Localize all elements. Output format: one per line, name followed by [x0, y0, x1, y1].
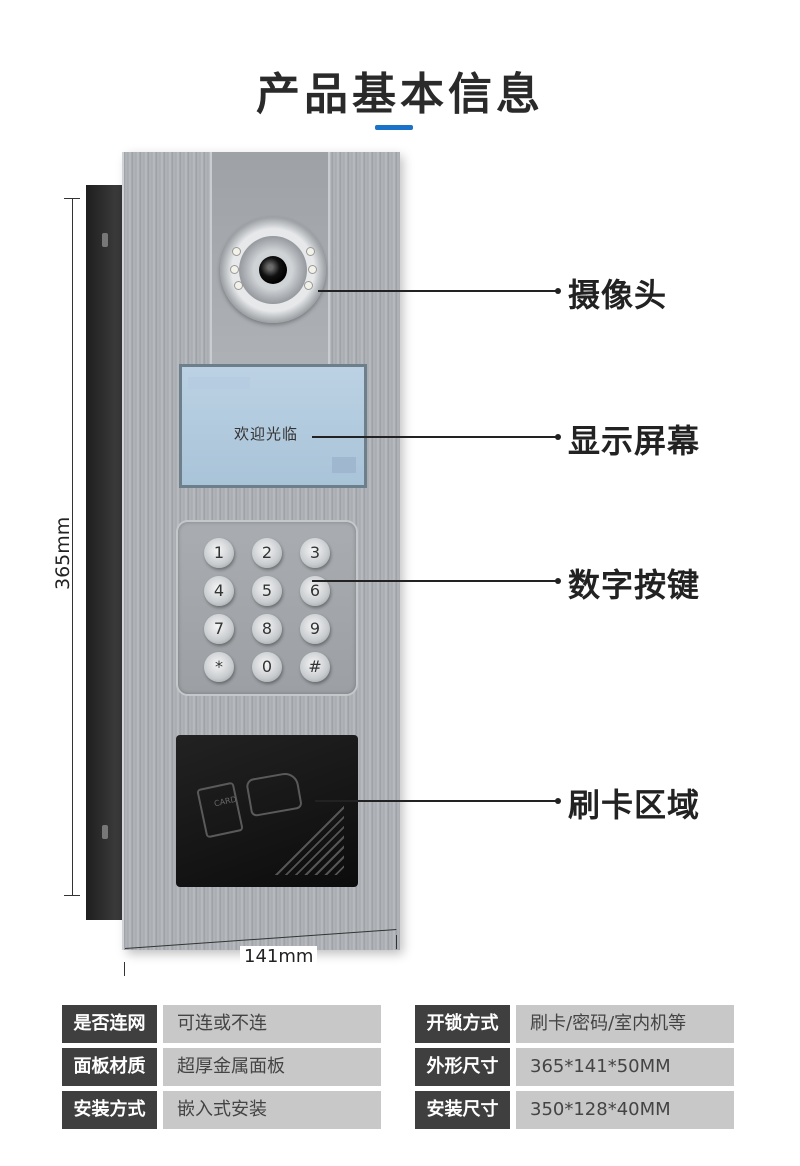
- callout-display: 显示屏幕: [568, 422, 701, 460]
- spec-key: 安装尺寸: [415, 1091, 510, 1129]
- ir-led-icon: [306, 247, 315, 256]
- spec-key: 安装方式: [62, 1091, 157, 1129]
- key-4: 4: [204, 576, 234, 606]
- key-5: 5: [252, 576, 282, 606]
- ir-led-icon: [308, 265, 317, 274]
- spec-key: 面板材质: [62, 1048, 157, 1086]
- ir-led-icon: [232, 247, 241, 256]
- spec-key: 是否连网: [62, 1005, 157, 1043]
- spec-value: 超厚金属面板: [163, 1048, 381, 1086]
- callout-dot: [555, 434, 561, 440]
- speaker-grille: [274, 805, 344, 875]
- height-dimension-line: [72, 198, 73, 896]
- ir-led-icon: [304, 281, 313, 290]
- ir-led-icon: [230, 265, 239, 274]
- dimension-tick: [124, 962, 125, 976]
- spec-value: 嵌入式安装: [163, 1091, 381, 1129]
- key-8: 8: [252, 614, 282, 644]
- callout-line: [312, 436, 558, 438]
- door-station-panel: 欢迎光临 1 2 3 4 5 6 7 8 9 * 0 # CARD: [124, 152, 400, 950]
- callout-dot: [555, 578, 561, 584]
- page-title: 产品基本信息: [256, 69, 544, 120]
- callout-line: [315, 800, 558, 802]
- screw-icon: [102, 233, 108, 247]
- screw-icon: [102, 825, 108, 839]
- key-9: 9: [300, 614, 330, 644]
- card-icon: [196, 781, 244, 839]
- key-1: 1: [204, 538, 234, 568]
- camera-bezel: [239, 236, 307, 304]
- callout-dot: [555, 798, 561, 804]
- screen-highlight: [188, 377, 250, 389]
- key-7: 7: [204, 614, 234, 644]
- callout-camera: 摄像头: [568, 276, 668, 314]
- spec-value: 可连或不连: [163, 1005, 381, 1043]
- callout-dot: [555, 288, 561, 294]
- camera-icon: [220, 217, 326, 323]
- camera-lens-icon: [259, 256, 287, 284]
- height-label: 365mm: [52, 516, 74, 590]
- key-hash: #: [300, 652, 330, 682]
- callout-keypad: 数字按键: [568, 566, 701, 604]
- callout-card-area: 刷卡区域: [568, 786, 701, 824]
- dimension-tick: [396, 935, 397, 949]
- dimension-tick: [64, 198, 80, 199]
- title-underline: [375, 125, 413, 130]
- spec-value: 350*128*40MM: [516, 1091, 734, 1129]
- key-star: *: [204, 652, 234, 682]
- screen-highlight: [332, 457, 356, 473]
- key-3: 3: [300, 538, 330, 568]
- key-0: 0: [252, 652, 282, 682]
- spec-key: 外形尺寸: [415, 1048, 510, 1086]
- spec-value: 365*141*50MM: [516, 1048, 734, 1086]
- width-label: 141mm: [240, 946, 318, 967]
- dimension-tick: [64, 895, 80, 896]
- display-screen: 欢迎光临: [179, 364, 367, 488]
- spec-value: 刷卡/密码/室内机等: [516, 1005, 734, 1043]
- spec-key: 开锁方式: [415, 1005, 510, 1043]
- callout-line: [312, 580, 558, 582]
- numeric-keypad: 1 2 3 4 5 6 7 8 9 * 0 #: [178, 522, 356, 694]
- key-2: 2: [252, 538, 282, 568]
- hand-icon: [245, 770, 303, 818]
- card-reader-area: CARD: [176, 735, 358, 887]
- callout-line: [318, 290, 558, 292]
- screen-text: 欢迎光临: [234, 425, 299, 443]
